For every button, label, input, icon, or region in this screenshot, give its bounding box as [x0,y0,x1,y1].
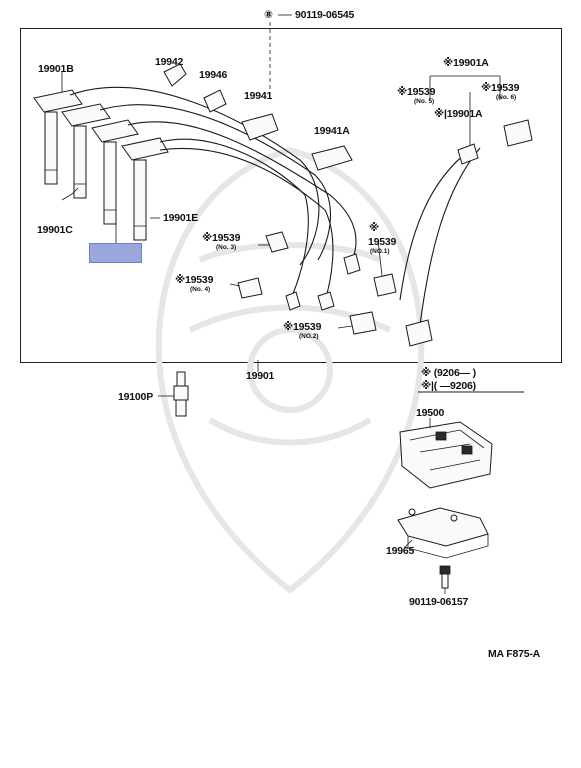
plug-cap[interactable] [317,291,335,311]
label-90119-06157[interactable]: 90119-06157 [409,596,469,608]
figure-code: MA F875-A [488,648,541,660]
label-19965[interactable]: 19965 [386,545,415,557]
ignition-wires [69,86,481,326]
label-19901E[interactable]: 19901E [163,212,199,224]
igniter-19500[interactable] [399,418,493,489]
label-no5: (No. 5) [414,98,435,105]
label-19901B[interactable]: 19901B [38,63,74,75]
clamp-19946[interactable] [203,89,227,113]
plug-cap[interactable] [343,253,361,275]
plug-boot-19901A[interactable] [405,319,433,347]
coil-boots[interactable] [33,89,169,241]
spark-plug-19100P[interactable] [158,371,189,417]
plug-cap[interactable] [285,291,301,311]
plug-boot-no1[interactable] [373,273,397,297]
bolt-90119-06157[interactable] [439,565,451,594]
label-19500[interactable]: 19500 [416,407,445,419]
plug-boot-no6[interactable] [503,119,533,147]
label-19901[interactable]: 19901 [246,370,275,382]
watermark-crest [155,146,425,594]
callout-marker-8: ⑧ [264,9,273,21]
plug-boot-no5[interactable] [457,143,479,165]
clamp-19941[interactable] [241,113,279,141]
label-19946[interactable]: 19946 [199,69,228,81]
label-19539-no2[interactable]: ※19539 [283,321,322,333]
bracket-19965[interactable] [397,507,489,559]
label-19539-no5[interactable]: ※19539 [397,86,436,98]
label-19539-no6[interactable]: ※19539 [481,82,520,94]
label-19941A[interactable]: 19941A [314,125,350,137]
leader-lines [61,72,501,372]
plug-boot-no2[interactable] [349,311,377,335]
label-19901A-mid[interactable]: ※|19901A [434,108,483,120]
label-19942[interactable]: 19942 [155,56,184,68]
legend-line-1: ※ (9206— ) [421,367,476,379]
label-90119-06545[interactable]: 90119-06545 [295,9,355,21]
label-no1-marker: ※ [369,222,380,234]
label-no2: (NO.2) [299,333,319,340]
clamp-19942[interactable] [163,63,187,87]
plug-boot-no3[interactable] [265,231,289,253]
label-19539-no3[interactable]: ※19539 [202,232,241,244]
plug-boot-no4[interactable] [237,277,263,299]
highlighted-part-callout[interactable] [89,243,142,263]
legend-line-2: ※|( —9206) [421,380,476,392]
label-19941[interactable]: 19941 [244,90,273,102]
clamp-19941A[interactable] [311,145,353,171]
label-19100P[interactable]: 19100P [118,391,154,403]
label-19539-no1[interactable]: 19539 [368,236,397,248]
ignition-wire-set-frame [20,28,562,363]
label-19901A-top[interactable]: ※19901A [443,57,489,69]
label-19539-no4[interactable]: ※19539 [175,274,214,286]
label-19901C[interactable]: 19901C [37,224,73,236]
label-no3: (No. 3) [216,244,237,251]
label-no1: (NO.1) [370,248,390,255]
label-no6: (No. 6) [496,94,517,101]
label-no4: (No. 4) [190,286,211,293]
